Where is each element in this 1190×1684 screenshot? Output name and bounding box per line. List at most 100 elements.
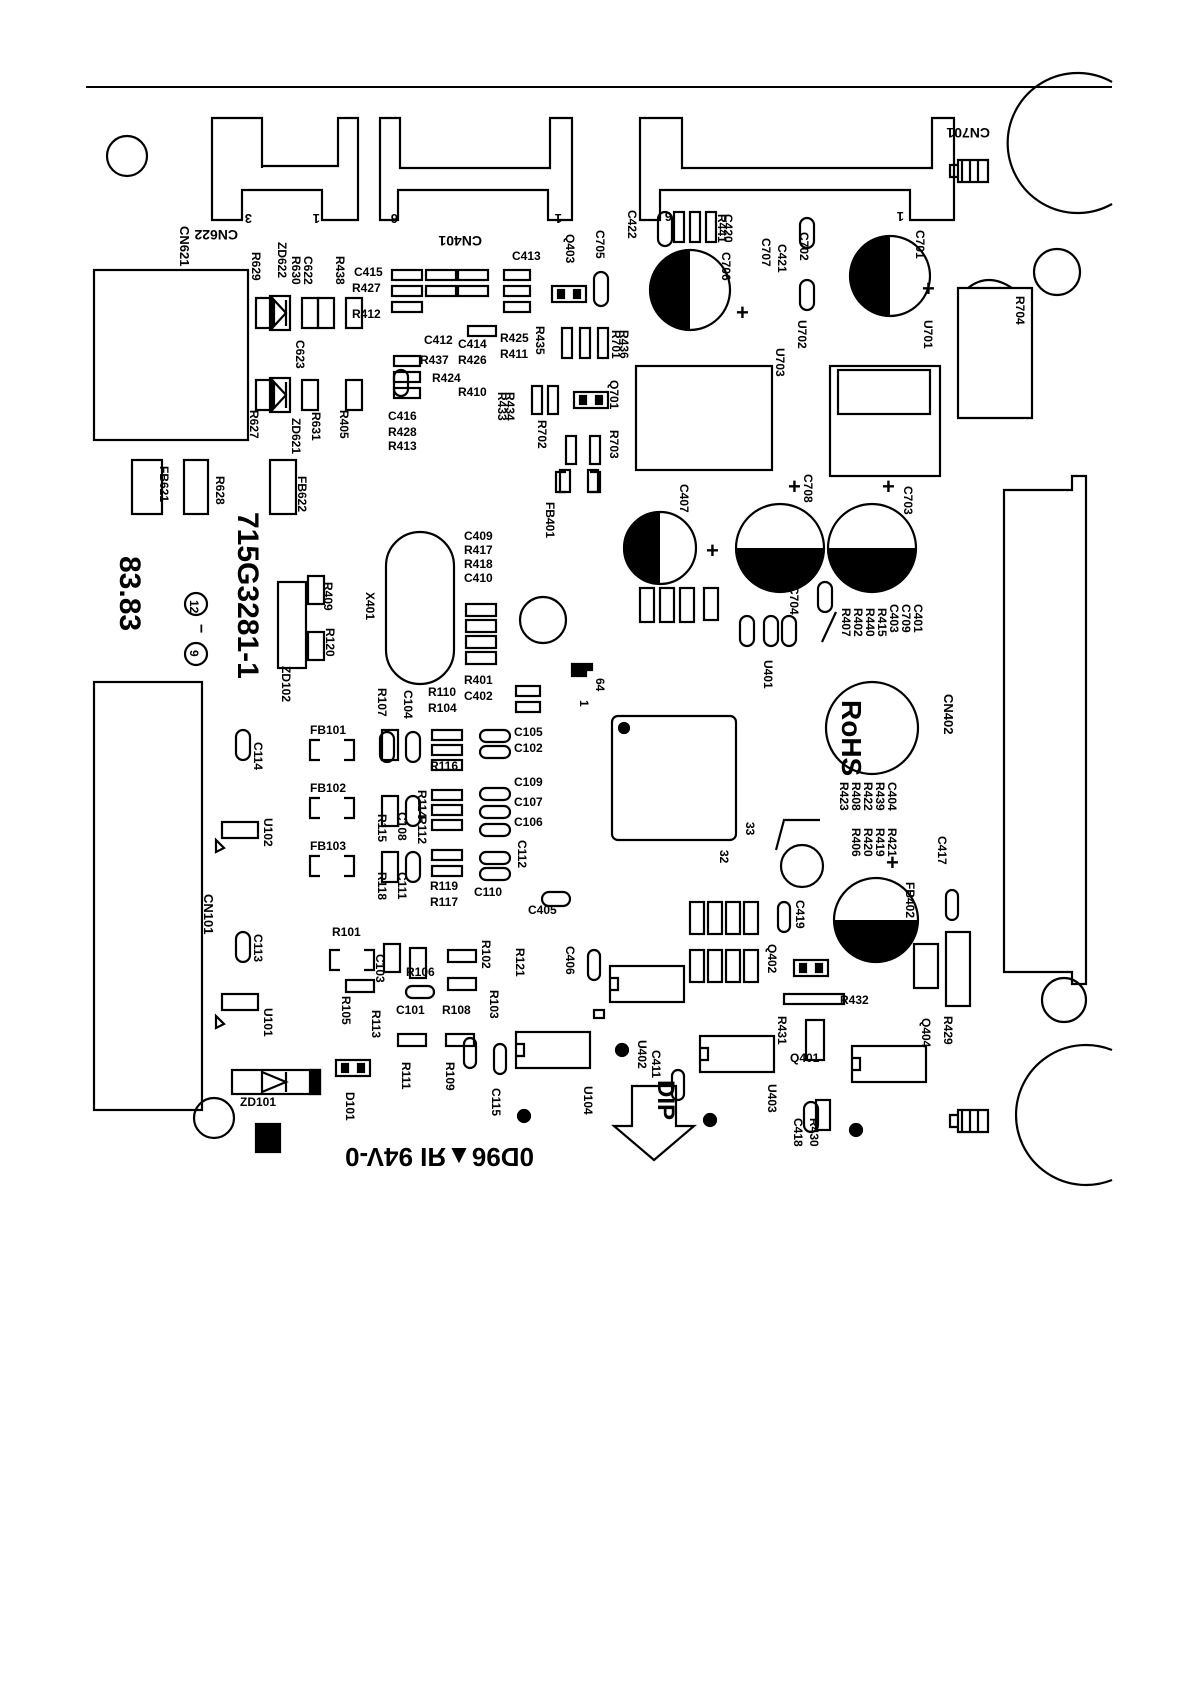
connector-label: CN402 bbox=[941, 694, 956, 734]
resistor-pad bbox=[390, 268, 424, 282]
polarity-plus-icon: + bbox=[886, 850, 899, 875]
designator-u101: U101 bbox=[261, 1008, 275, 1037]
resistor-pad bbox=[430, 788, 464, 802]
date-code-label: 83.83 bbox=[113, 556, 146, 631]
designator-r427: R427 bbox=[352, 281, 381, 295]
ferrite-r101 bbox=[328, 948, 376, 972]
resistor-pad bbox=[530, 384, 544, 416]
part-number-label: 715G3281-1 bbox=[231, 512, 264, 679]
designator-c108: C108 bbox=[395, 812, 409, 841]
designator-zd102: ZD102 bbox=[279, 666, 293, 702]
designator-r407: R407 bbox=[839, 608, 853, 637]
designator-c111: C111 bbox=[395, 872, 409, 900]
resistor-pad bbox=[430, 864, 464, 878]
capacitor-pad bbox=[392, 368, 410, 398]
triangle-marker-icon bbox=[214, 837, 226, 1030]
designator-x401: X401 bbox=[363, 592, 377, 620]
ferrite-fb621 bbox=[130, 458, 164, 516]
designator-r627: R627 bbox=[247, 410, 261, 439]
designator-r418: R418 bbox=[464, 557, 493, 571]
designator-r104: R104 bbox=[428, 701, 457, 715]
resistor-pad bbox=[502, 268, 532, 282]
resistor-pad bbox=[672, 210, 686, 244]
designator-r440: R440 bbox=[863, 608, 877, 637]
capacitor-pad bbox=[816, 580, 834, 614]
designator-c413: C413 bbox=[512, 249, 541, 263]
capacitor-pad bbox=[478, 822, 512, 838]
designator-c113: C113 bbox=[251, 934, 265, 962]
designator-fb401: FB401 bbox=[543, 502, 557, 538]
resistor-pad bbox=[424, 284, 458, 298]
designator-r109: R109 bbox=[443, 1062, 457, 1091]
resistor-pad bbox=[382, 942, 402, 974]
resistor-pad bbox=[444, 1032, 476, 1048]
designator-c410: C410 bbox=[464, 571, 493, 585]
ferrite-fb101 bbox=[308, 738, 356, 762]
designator-q404: Q404 bbox=[919, 1018, 933, 1048]
designator-r431: R431 bbox=[775, 1016, 789, 1045]
transistor-q403-pin bbox=[572, 288, 582, 300]
cap-c703-polarity bbox=[828, 548, 916, 592]
connector-label: CN401 bbox=[438, 233, 482, 249]
resistor-pad bbox=[704, 210, 718, 244]
resistor-pad bbox=[254, 296, 274, 330]
pin-number-label: 3 bbox=[245, 211, 252, 226]
resistor-pad bbox=[724, 948, 742, 984]
transistor-q701-pin bbox=[594, 394, 604, 406]
connector-cn401-outline bbox=[378, 116, 574, 222]
resistor-pad bbox=[430, 728, 464, 742]
resistor-pad bbox=[380, 850, 400, 884]
designator-c701: C701 bbox=[913, 230, 927, 259]
resistor-pad bbox=[430, 803, 464, 817]
polarity-plus-icon: + bbox=[882, 474, 895, 499]
resistor-pad bbox=[446, 976, 478, 992]
designator-c411: C411 bbox=[649, 1050, 663, 1078]
cap-c417-polarity bbox=[834, 920, 918, 962]
callout-leader bbox=[774, 611, 837, 851]
designator-r701: R701 bbox=[609, 330, 623, 359]
resistor-pad bbox=[380, 794, 400, 828]
resistor-pad bbox=[502, 284, 532, 298]
designator-r425: R425 bbox=[500, 331, 529, 345]
designator-c407: C407 bbox=[677, 484, 691, 513]
ic-u402-notch bbox=[610, 976, 620, 992]
designator-c110: C110 bbox=[474, 885, 502, 899]
zener-zd101-symbol bbox=[260, 1070, 289, 1094]
designator-c414: C414 bbox=[458, 337, 487, 351]
zener-zd622 bbox=[268, 294, 292, 332]
ul-marking-label: 0D96▲ЯΙ 94V-0 bbox=[345, 1142, 534, 1172]
capacitor-pad bbox=[762, 614, 780, 648]
resistor-pad bbox=[306, 574, 326, 606]
zener-zd101 bbox=[230, 1068, 322, 1096]
resistor-pad bbox=[706, 900, 724, 936]
designator-c708: C708 bbox=[801, 474, 815, 503]
capacitor-pad bbox=[404, 850, 422, 884]
board-edge-arc bbox=[1006, 71, 1113, 215]
transistor-q401 bbox=[804, 1018, 826, 1062]
cap-c701-polarity bbox=[850, 236, 890, 316]
designator-r423: R423 bbox=[837, 782, 851, 811]
designator-c420: C420 bbox=[721, 214, 735, 243]
resistor-pad bbox=[424, 268, 458, 282]
capacitor-pad bbox=[478, 866, 512, 882]
pin-number-label: 64 bbox=[593, 678, 607, 692]
designator-r434: R434 bbox=[503, 392, 517, 421]
capacitor-pad bbox=[780, 614, 798, 648]
board-edge-arc bbox=[1014, 1043, 1113, 1187]
designator-zd621: ZD621 bbox=[289, 418, 303, 454]
designator-r426: R426 bbox=[458, 353, 487, 367]
designator-r112: R112 bbox=[415, 816, 429, 844]
designator-u104: U104 bbox=[581, 1086, 595, 1115]
designator-c401: C401 bbox=[911, 604, 925, 633]
capacitor-pad bbox=[592, 270, 610, 308]
designator-r630: R630 bbox=[289, 256, 303, 285]
designator-u102: U102 bbox=[261, 818, 275, 847]
marker-dot bbox=[848, 1122, 864, 1138]
designator-c102: C102 bbox=[514, 741, 543, 755]
mounting-hole bbox=[192, 1096, 236, 1140]
capacitor-pad bbox=[478, 850, 512, 866]
pin-number-label: 6 bbox=[665, 209, 672, 224]
rev-circle-b bbox=[183, 641, 209, 667]
designator-r118: R118 bbox=[375, 872, 389, 900]
designator-r101: R101 bbox=[332, 925, 361, 939]
